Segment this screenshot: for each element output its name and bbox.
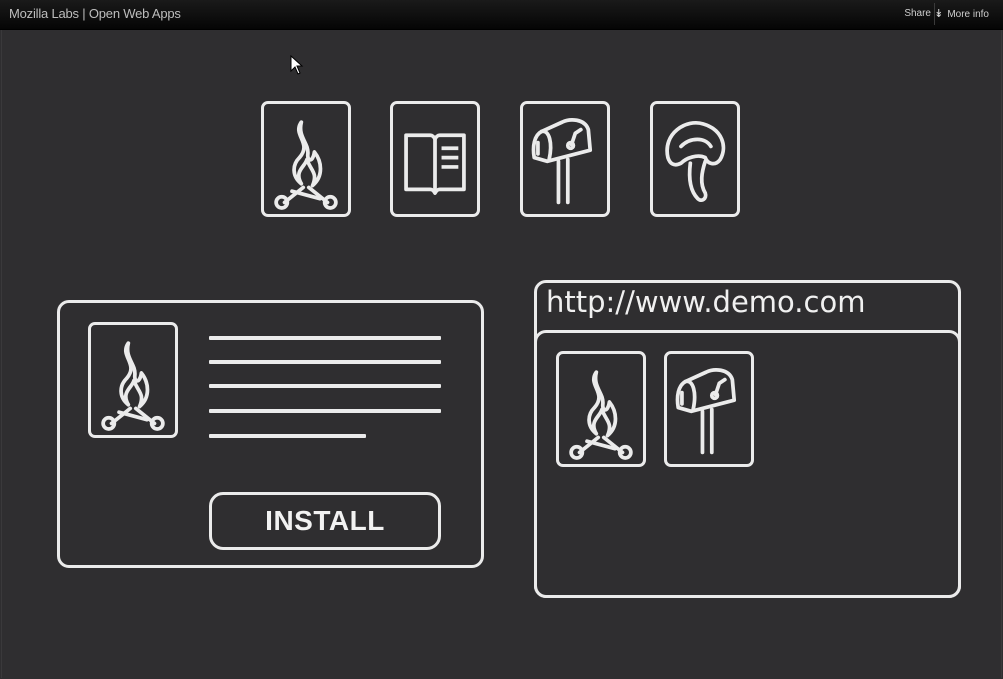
share-link[interactable]: Share [904, 8, 931, 19]
top-bar: Mozilla Labs | Open Web Apps Share ↡More… [0, 0, 1003, 30]
browser-content [534, 330, 961, 598]
description-line [209, 434, 366, 438]
more-info-link[interactable]: ↡More info [934, 7, 989, 20]
campfire-icon [91, 325, 175, 435]
url-text: http://www.demo.com [546, 285, 866, 319]
install-button[interactable]: INSTALL [209, 492, 441, 550]
mouse-cursor-icon [290, 55, 304, 75]
campfire-icon [559, 354, 643, 464]
description-line [209, 360, 441, 364]
install-card [57, 300, 484, 568]
install-card-app-tile [88, 322, 178, 438]
description-line [209, 409, 441, 413]
demo-area [1, 30, 1002, 678]
app-tile-mailbox[interactable] [520, 101, 610, 217]
installed-app-mailbox[interactable] [664, 351, 754, 467]
book-icon [393, 104, 477, 214]
page-title: Mozilla Labs | Open Web Apps [9, 6, 181, 21]
mushroom-icon [653, 104, 737, 214]
more-info-label: More info [947, 9, 989, 20]
app-tile-mushroom[interactable] [650, 101, 740, 217]
divider [934, 3, 935, 25]
double-chevron-down-icon: ↡ [934, 8, 944, 20]
description-line [209, 384, 441, 388]
campfire-icon [264, 104, 348, 214]
app-tile-campfire[interactable] [261, 101, 351, 217]
mailbox-icon [667, 354, 751, 464]
description-line [209, 336, 441, 340]
mailbox-icon [523, 104, 607, 214]
installed-app-campfire[interactable] [556, 351, 646, 467]
app-tile-book[interactable] [390, 101, 480, 217]
